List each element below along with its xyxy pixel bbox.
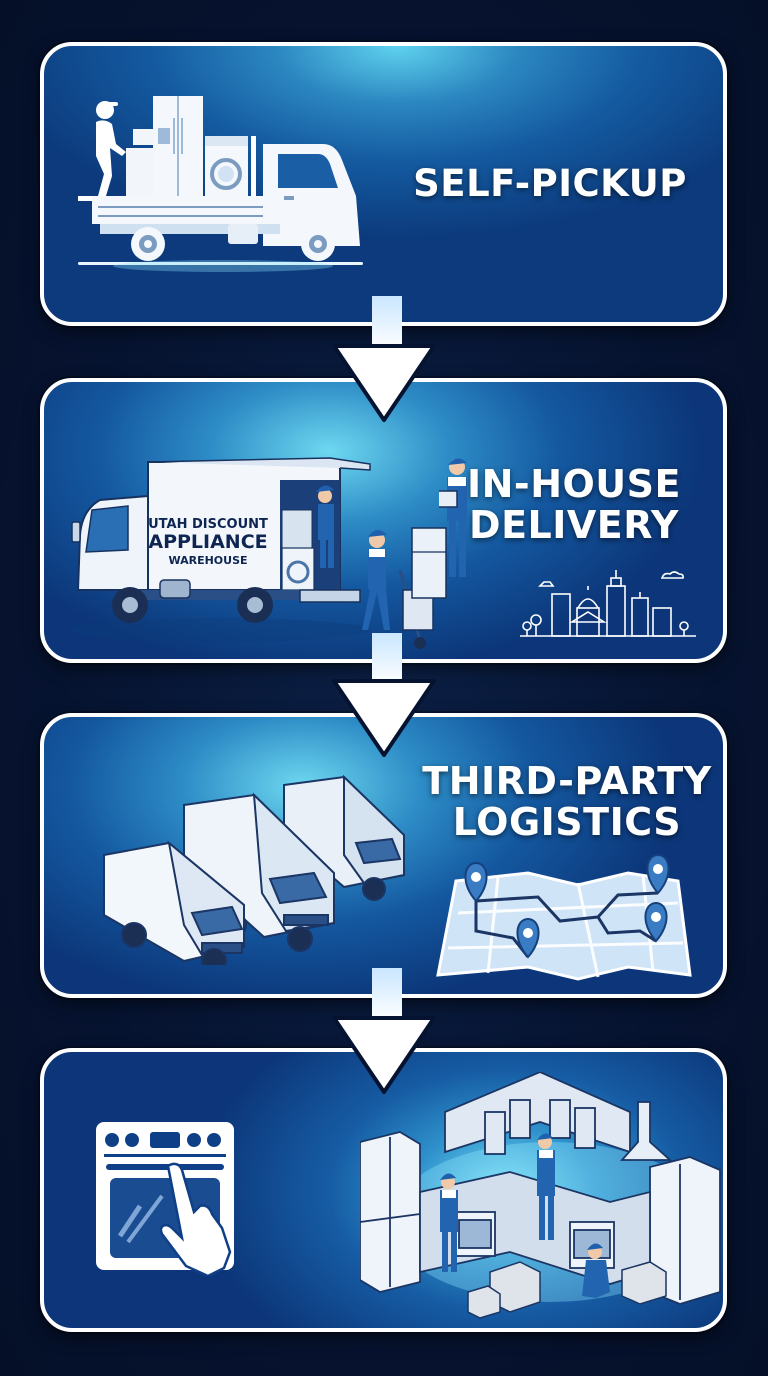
route-map-icon: [428, 853, 698, 983]
step-panel-installation: [40, 1048, 727, 1332]
connector-stem: [372, 968, 402, 1020]
step-title-line: IN-HOUSE: [466, 462, 681, 506]
connector-stem: [372, 296, 402, 350]
step-title-self-pickup: SELF-PICKUP: [413, 162, 687, 205]
step-panel-third-party-logistics: THIRD-PARTY LOGISTICS: [40, 713, 727, 998]
box-truck-delivery-illustration: UTAH DISCOUNT APPLIANCE WAREHOUSE: [70, 440, 450, 650]
step-title-line: LOGISTICS: [452, 800, 682, 845]
step-title-line: DELIVERY: [469, 503, 679, 548]
truck-sign-line2: APPLIANCE: [148, 531, 267, 553]
arrow-down-icon: [330, 342, 438, 424]
arrow-down-icon: [330, 677, 438, 759]
step-title-third-party-logistics: THIRD-PARTY LOGISTICS: [412, 759, 722, 845]
truck-sign-line1: UTAH DISCOUNT: [148, 517, 268, 532]
van-fleet-illustration: [74, 765, 424, 965]
kitchen-installation-illustration: [360, 1072, 723, 1322]
worker-carrying-box-icon: [439, 457, 479, 587]
truck-sign-line3: WAREHOUSE: [168, 554, 247, 567]
step-title-line: THIRD-PARTY: [422, 759, 712, 803]
city-skyline-icon: [520, 568, 696, 640]
flatbed-truck-icon: [78, 96, 378, 276]
arrow-down-icon: [330, 1014, 438, 1096]
step-panel-in-house-delivery: UTAH DISCOUNT APPLIANCE WAREHOUSE: [40, 378, 727, 663]
step-title-in-house-delivery: IN-HOUSE DELIVERY: [449, 462, 699, 548]
oven-touch-icon: [90, 1116, 250, 1276]
connector-stem: [372, 633, 402, 685]
step-panel-self-pickup: SELF-PICKUP: [40, 42, 727, 326]
